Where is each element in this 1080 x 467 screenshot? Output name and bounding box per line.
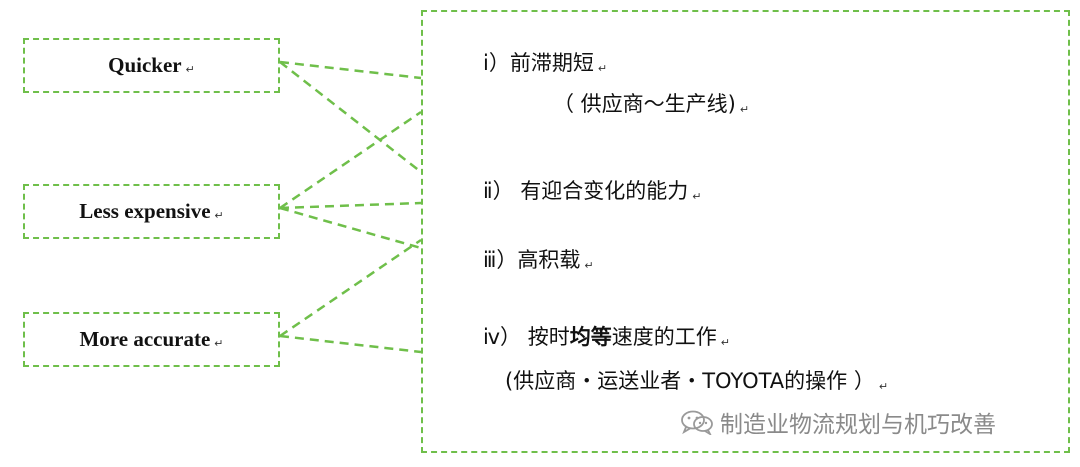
connector-quicker-to-right-mid bbox=[279, 61, 422, 173]
paragraph-mark: ↵ bbox=[692, 190, 702, 203]
benefit-line-4-sub: (供应商・运送业者・TOYOTA的操作 ）↵ bbox=[505, 365, 888, 395]
connector-quicker-to-right-top bbox=[279, 60, 422, 80]
paragraph-mark: ↵ bbox=[185, 64, 195, 76]
benefit-line-1: ⅰ）前滞期短↵ bbox=[483, 47, 607, 77]
benefit-line-3: ⅲ）高积载↵ bbox=[483, 244, 594, 274]
paragraph-mark: ↵ bbox=[739, 103, 750, 116]
more-accurate-label: More accurate bbox=[79, 327, 211, 351]
paragraph-mark: ↵ bbox=[597, 62, 608, 75]
benefit-line-1-sub: （ 供应商～生产线)↵ bbox=[553, 88, 749, 118]
watermark: 制造业物流规划与机巧改善 bbox=[680, 405, 996, 439]
benefit-text-4-pre: ⅳ） 按时 bbox=[483, 325, 570, 349]
benefit-text-1: ⅰ）前滞期短 bbox=[483, 51, 594, 75]
quicker-box: Quicker↵ bbox=[23, 38, 280, 93]
benefit-subtext-1: （ 供应商～生产线) bbox=[553, 92, 736, 116]
benefit-line-2: ⅱ） 有迎合变化的能力↵ bbox=[483, 175, 702, 205]
quicker-label: Quicker bbox=[108, 53, 182, 77]
benefit-text-2: ⅱ） 有迎合变化的能力 bbox=[483, 179, 689, 203]
benefit-text-4-post: 速度的工作 bbox=[611, 325, 717, 349]
paragraph-mark: ↵ bbox=[584, 259, 594, 272]
paragraph-mark: ↵ bbox=[878, 380, 889, 393]
benefit-subtext-4: (供应商・运送业者・TOYOTA的操作 ） bbox=[505, 369, 875, 393]
less-expensive-label: Less expensive bbox=[79, 199, 211, 223]
watermark-text: 制造业物流规划与机巧改善 bbox=[720, 412, 996, 438]
paragraph-mark: ↵ bbox=[720, 336, 730, 349]
less-expensive-box: Less expensive↵ bbox=[23, 184, 280, 239]
connector-less-to-right-upper bbox=[279, 110, 422, 210]
benefit-text-4-bold: 均等 bbox=[569, 325, 612, 349]
connector-less-to-right-lower bbox=[279, 206, 422, 250]
benefits-box bbox=[421, 10, 1070, 453]
benefit-line-4: ⅳ） 按时均等速度的工作↵ bbox=[483, 321, 730, 351]
paragraph-mark: ↵ bbox=[214, 338, 224, 350]
connector-less-to-right-mid bbox=[279, 201, 422, 210]
connector-accurate-to-right-upper bbox=[279, 238, 422, 338]
benefit-text-3: ⅲ）高积载 bbox=[483, 248, 581, 272]
paragraph-mark: ↵ bbox=[214, 210, 224, 222]
more-accurate-box: More accurate↵ bbox=[23, 312, 280, 367]
connector-accurate-to-right-lower bbox=[279, 334, 422, 354]
wechat-icon bbox=[681, 410, 713, 435]
